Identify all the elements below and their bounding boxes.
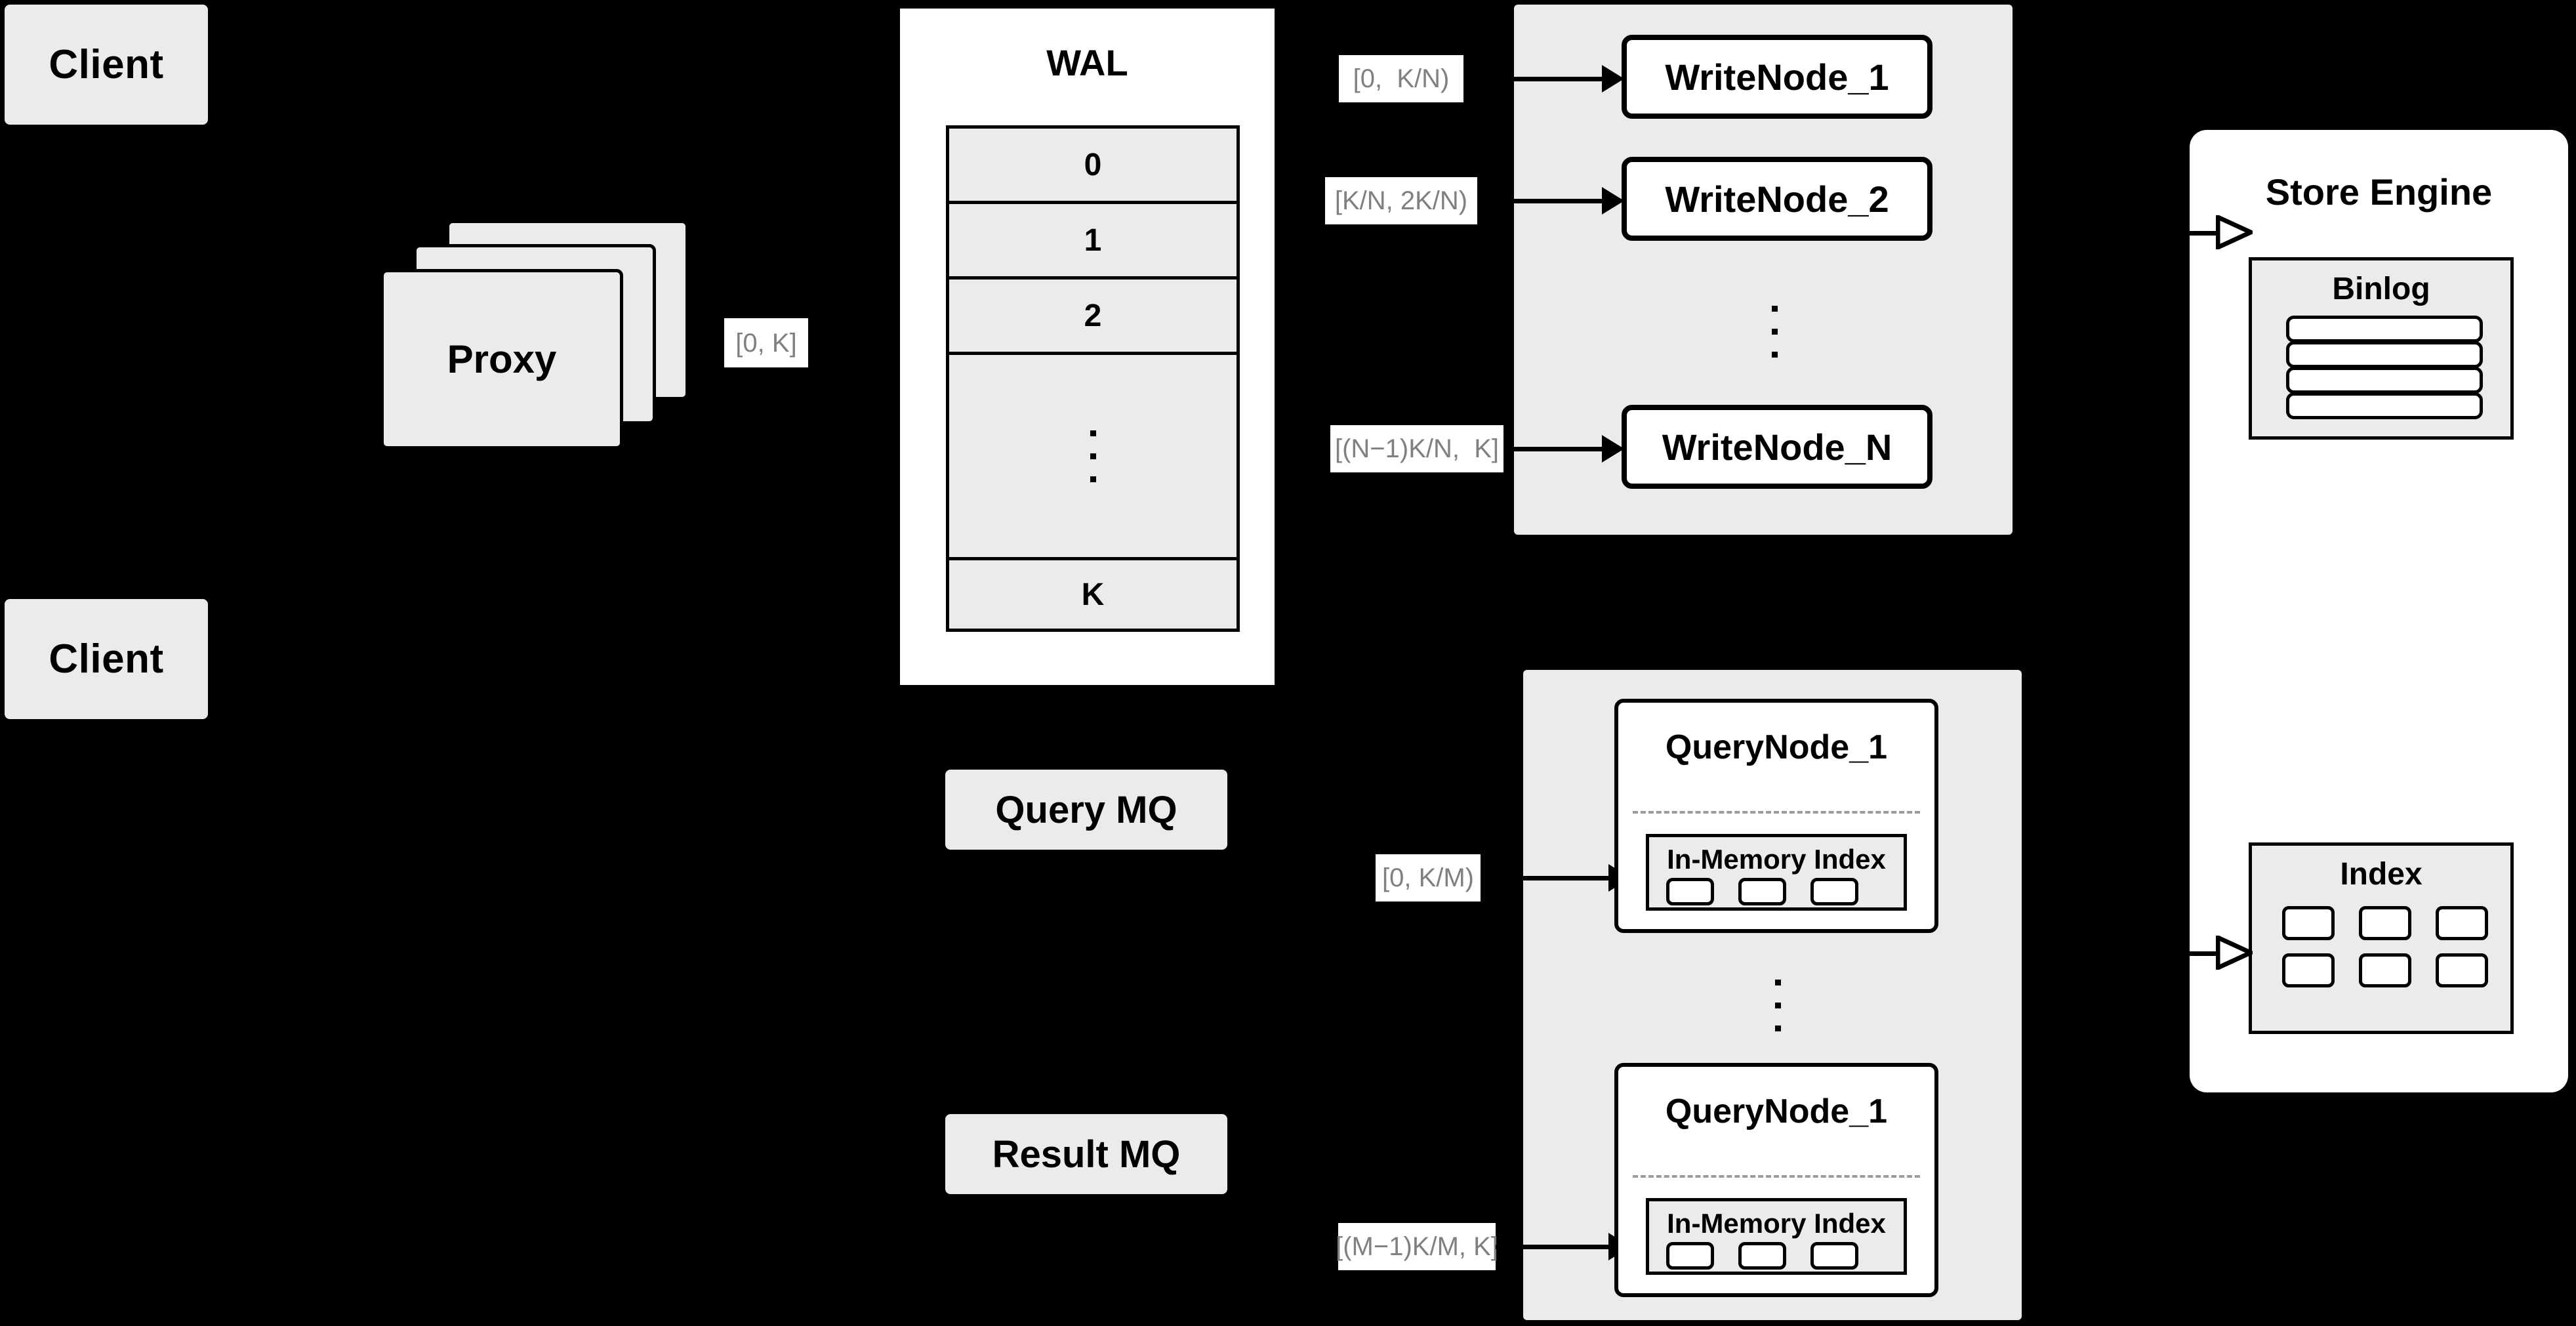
write-node-ellipsis: [1761, 276, 1788, 387]
query-node-1-divider: [1633, 811, 1920, 814]
query-node-1-label: QueryNode_1: [1665, 728, 1888, 766]
index-chip: [2282, 953, 2335, 987]
index-chip: [2359, 953, 2411, 987]
write-node-1-label: WriteNode_1: [1665, 56, 1889, 98]
proxy-card-front: Proxy: [380, 269, 623, 449]
edge-label-proxy-to-wal: [0, K]: [724, 318, 808, 367]
write-node-2-label: WriteNode_2: [1665, 178, 1889, 220]
wal-title: WAL: [1046, 42, 1128, 83]
edge-label-mq-to-querynode-1: [0, K/M): [1376, 854, 1481, 901]
ellipsis-dot: [1771, 305, 1778, 312]
proxy-label: Proxy: [447, 337, 557, 381]
in-memory-index-1: In-Memory Index: [1646, 834, 1907, 911]
arrow-head-to-writenode-2: [1602, 187, 1624, 215]
client-label-2: Client: [49, 636, 164, 682]
binlog-row: [2286, 316, 2483, 342]
client-box-2: Client: [5, 599, 208, 719]
edge-label-mq-to-querynode-m: [(M−1)K/M, K]: [1336, 1223, 1498, 1270]
binlog-title: Binlog: [2332, 272, 2430, 306]
index-chip: [1738, 878, 1786, 905]
ellipsis-dot: [1774, 980, 1781, 985]
binlog-panel: Binlog: [2249, 257, 2514, 440]
store-engine-panel: Store Engine Binlog Index: [2190, 130, 2568, 1092]
in-memory-index-m-label: In-Memory Index: [1667, 1208, 1886, 1239]
store-engine-title: Store Engine: [2265, 171, 2493, 213]
arrow-head-to-writenode-1: [1602, 65, 1624, 93]
client-box-1: Client: [5, 5, 208, 125]
ellipsis-dot: [1090, 453, 1096, 459]
ellipsis-dot: [1771, 328, 1778, 335]
wal-row: 1: [949, 204, 1237, 280]
query-node-m: QueryNode_1 In-Memory Index: [1614, 1063, 1938, 1297]
index-chip: [2282, 906, 2335, 940]
binlog-row: [2286, 392, 2483, 419]
result-mq-box: Result MQ: [945, 1114, 1227, 1194]
query-mq-label: Query MQ: [995, 788, 1177, 831]
write-node-n: WriteNode_N: [1622, 405, 1932, 489]
write-node-2: WriteNode_2: [1622, 157, 1932, 241]
result-mq-label: Result MQ: [992, 1132, 1181, 1176]
index-chip: [1810, 1242, 1858, 1270]
wal-entry-table: 0 1 2 K: [946, 125, 1240, 632]
in-memory-index-1-label: In-Memory Index: [1667, 844, 1886, 875]
wal-row: K: [949, 560, 1237, 629]
query-node-m-divider: [1633, 1175, 1920, 1178]
query-node-ellipsis: [1765, 945, 1791, 1066]
index-title: Index: [2340, 857, 2423, 892]
in-memory-index-m: In-Memory Index: [1646, 1198, 1907, 1275]
binlog-row: [2286, 341, 2483, 368]
index-chip: [1810, 878, 1858, 905]
edge-label-wal-to-writenode-2: [K/N, 2K/N): [1325, 177, 1477, 224]
wal-row: 2: [949, 280, 1237, 355]
index-chip: [1666, 878, 1714, 905]
index-chip: [2436, 906, 2488, 940]
ellipsis-dot: [1774, 1026, 1781, 1031]
wal-panel: WAL 0 1 2 K: [896, 5, 1278, 689]
wal-row: 0: [949, 129, 1237, 204]
ellipsis-dot: [1090, 430, 1096, 436]
edge-label-wal-to-writenode-n: [(N−1)K/N, K]: [1330, 425, 1503, 472]
query-node-m-label: QueryNode_1: [1665, 1092, 1888, 1130]
wal-row-ellipsis: [949, 355, 1237, 560]
index-chip: [1666, 1242, 1714, 1270]
index-chip: [2436, 953, 2488, 987]
query-node-1: QueryNode_1 In-Memory Index: [1614, 699, 1938, 933]
index-chip: [1738, 1242, 1786, 1270]
ellipsis-dot: [1090, 476, 1096, 482]
binlog-row: [2286, 367, 2483, 394]
index-chip: [2359, 906, 2411, 940]
arrow-line-to-writenode-2: [1477, 199, 1602, 203]
write-node-1: WriteNode_1: [1622, 35, 1932, 119]
arrow-line-to-binlog: [2190, 231, 2218, 236]
arrow-line-to-writenode-n: [1503, 447, 1602, 451]
ellipsis-dot: [1774, 1003, 1781, 1008]
arrow-head-to-writenode-n: [1602, 435, 1624, 463]
edge-label-wal-to-writenode-1: [0, K/N): [1339, 55, 1463, 102]
client-label-1: Client: [49, 42, 164, 87]
arrow-line-to-querynode-m: [1496, 1245, 1608, 1249]
index-panel: Index: [2249, 842, 2514, 1034]
arrow-line-to-writenode-1: [1464, 77, 1602, 81]
query-mq-box: Query MQ: [945, 770, 1227, 850]
write-node-n-label: WriteNode_N: [1662, 426, 1892, 468]
ellipsis-dot: [1771, 351, 1778, 358]
arrow-line-to-querynode-1: [1481, 876, 1608, 881]
arrow-line-to-index: [2190, 951, 2218, 956]
